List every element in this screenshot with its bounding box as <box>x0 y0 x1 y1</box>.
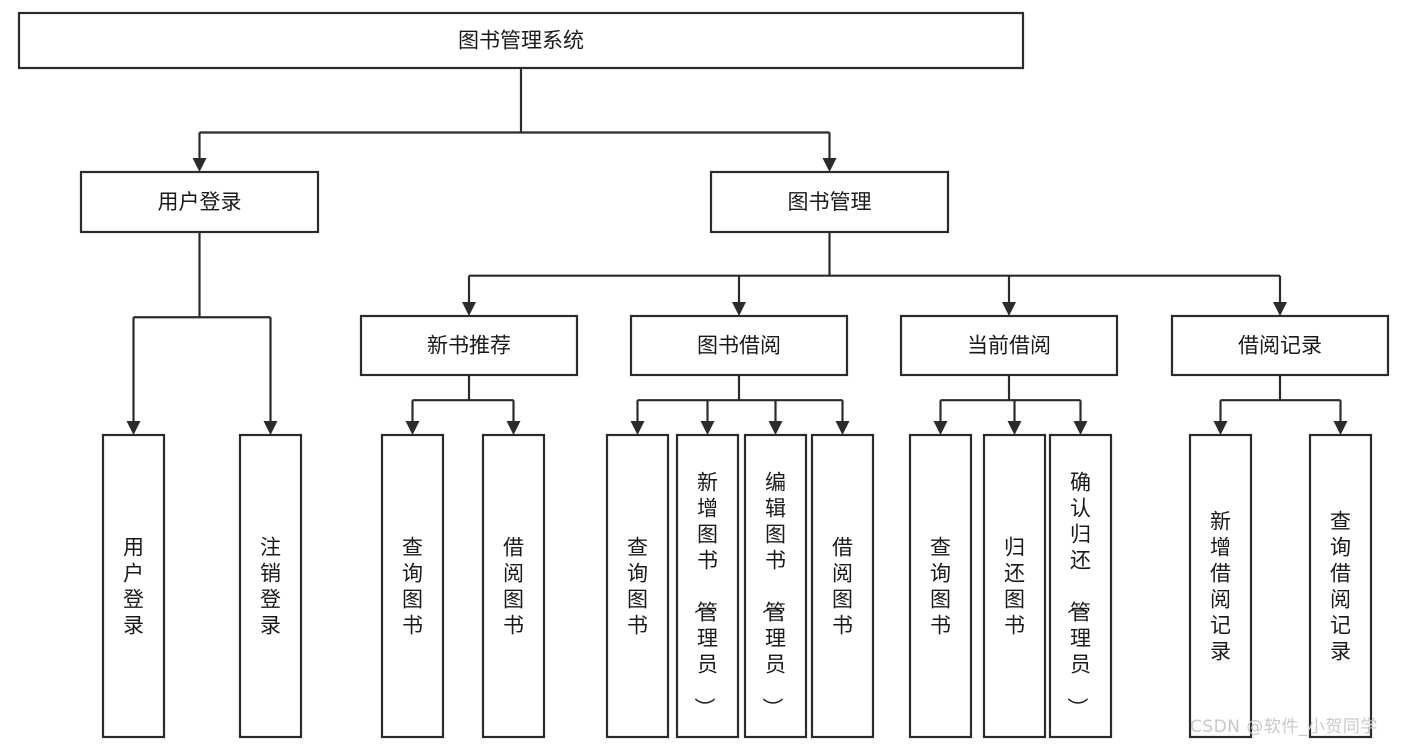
node-label: 借阅图书 <box>503 535 524 637</box>
arrow-head-icon <box>700 421 715 435</box>
arrow-head-icon <box>1333 421 1348 435</box>
node-leaf-edit-book[interactable]: 编辑图书（管理员） <box>743 433 808 739</box>
node-leaf-confirm-return[interactable]: 确认归还（管理员） <box>1048 433 1113 739</box>
arrow-head-icon <box>835 421 850 435</box>
node-leaf-borrow-book-2[interactable]: 借阅图书 <box>810 433 875 739</box>
arrow-head-icon <box>126 421 141 435</box>
node-label: 注销登录 <box>260 535 281 637</box>
node-leaf-add-book[interactable]: 新增图书（管理员） <box>675 433 740 739</box>
node-layer: 图书管理系统用户登录图书管理新书推荐图书借阅当前借阅借阅记录用户登录注销登录查询… <box>17 11 1390 739</box>
node-book-borrow[interactable]: 图书借阅 <box>629 314 849 377</box>
node-box <box>359 314 579 377</box>
node-label: 查询图书 <box>402 535 423 637</box>
node-label: 归还图书 <box>1004 535 1025 637</box>
node-box <box>1048 433 1113 739</box>
node-box <box>908 433 973 739</box>
node-label: 借阅图书 <box>832 535 853 637</box>
arrow-head-icon <box>462 302 476 316</box>
node-box <box>1188 433 1253 739</box>
node-leaf-borrow-book-1[interactable]: 借阅图书 <box>481 433 546 739</box>
node-leaf-user-login[interactable]: 用户登录 <box>101 433 166 739</box>
node-leaf-query-book-3[interactable]: 查询图书 <box>908 433 973 739</box>
node-label: 新增图书（管理员） <box>692 470 718 718</box>
node-root[interactable]: 图书管理系统 <box>17 11 1025 70</box>
node-book-manage[interactable]: 图书管理 <box>709 170 950 234</box>
node-label: 查询图书 <box>930 535 951 637</box>
arrow-head-icon <box>1007 421 1022 435</box>
node-label: 借阅记录 <box>1238 334 1322 358</box>
node-label: 图书借阅 <box>697 334 781 358</box>
node-box <box>1308 433 1373 739</box>
node-leaf-query-record[interactable]: 查询借阅记录 <box>1308 433 1373 739</box>
node-leaf-return-book[interactable]: 归还图书 <box>982 433 1047 739</box>
node-box <box>17 11 1025 70</box>
arrow-head-icon <box>933 421 948 435</box>
node-box <box>810 433 875 739</box>
node-user-login[interactable]: 用户登录 <box>79 170 320 234</box>
arrow-head-icon <box>1273 302 1287 316</box>
node-box <box>982 433 1047 739</box>
node-label: 图书管理 <box>788 190 872 214</box>
node-box <box>1170 314 1390 377</box>
arrow-head-icon <box>263 421 278 435</box>
node-leaf-user-logout[interactable]: 注销登录 <box>238 433 303 739</box>
node-box <box>899 314 1119 377</box>
node-box <box>675 433 740 739</box>
arrow-head-icon <box>506 421 521 435</box>
edge-group-borrow-record <box>1213 375 1348 435</box>
node-label: 用户登录 <box>158 190 242 214</box>
arrow-head-icon <box>732 302 746 316</box>
node-label: 图书管理系统 <box>458 29 584 53</box>
csdn-watermark: CSDN @软件_小贺同学 <box>1190 717 1378 737</box>
node-label: 编辑图书（管理员） <box>760 470 786 718</box>
node-label: 新书推荐 <box>427 334 511 358</box>
edge-group-book-borrow <box>630 375 850 435</box>
node-box <box>79 170 320 234</box>
node-box <box>481 433 546 739</box>
node-box <box>629 314 849 377</box>
edge-group-current-borrow <box>933 375 1088 435</box>
arrow-head-icon <box>1073 421 1088 435</box>
edge-group-user-login <box>126 232 278 435</box>
node-label: 查询图书 <box>627 535 648 637</box>
arrow-head-icon <box>1002 302 1016 316</box>
arrow-head-icon <box>1213 421 1228 435</box>
node-box <box>101 433 166 739</box>
connector-layer <box>126 68 1348 435</box>
node-box <box>743 433 808 739</box>
node-label: 用户登录 <box>123 535 144 637</box>
node-new-book-recommend[interactable]: 新书推荐 <box>359 314 579 377</box>
node-label: 新增借阅记录 <box>1210 509 1231 663</box>
node-borrow-record[interactable]: 借阅记录 <box>1170 314 1390 377</box>
node-current-borrow[interactable]: 当前借阅 <box>899 314 1119 377</box>
arrow-head-icon <box>768 421 783 435</box>
arrow-head-icon <box>192 158 207 172</box>
node-label: 查询借阅记录 <box>1330 509 1351 663</box>
node-box <box>380 433 445 739</box>
node-box <box>709 170 950 234</box>
node-label: 当前借阅 <box>967 334 1051 358</box>
edge-group-root <box>192 68 837 172</box>
edge-group-new-book-recommend <box>405 375 521 435</box>
arrow-head-icon <box>405 421 420 435</box>
node-leaf-add-record[interactable]: 新增借阅记录 <box>1188 433 1253 739</box>
node-leaf-query-book-1[interactable]: 查询图书 <box>380 433 445 739</box>
arrow-head-icon <box>822 158 837 172</box>
arrow-head-icon <box>630 421 645 435</box>
node-box <box>605 433 670 739</box>
edge-group-book-manage <box>462 232 1287 316</box>
node-leaf-query-book-2[interactable]: 查询图书 <box>605 433 670 739</box>
node-label: 确认归还（管理员） <box>1065 470 1091 718</box>
node-box <box>238 433 303 739</box>
